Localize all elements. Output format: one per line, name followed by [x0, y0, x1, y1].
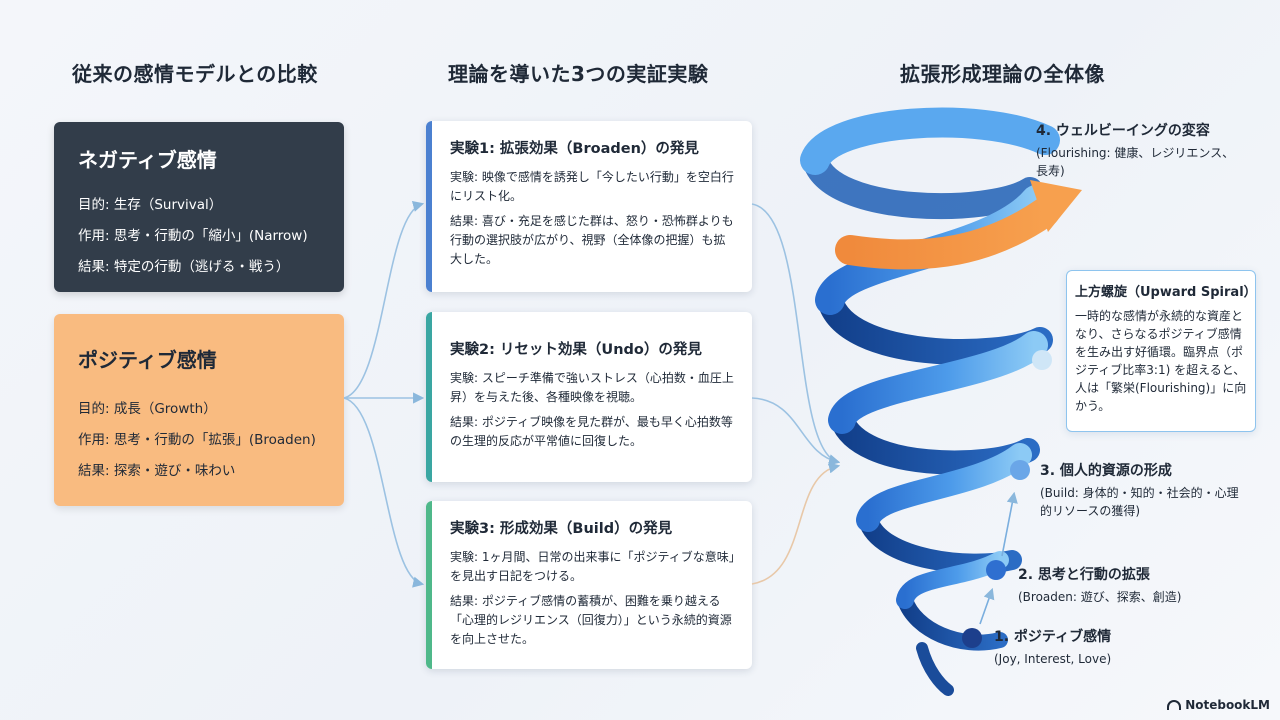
brand-logo: NotebookLM [1167, 698, 1270, 712]
negative-card-title: ネガティブ感情 [78, 148, 217, 172]
step-title: 3. 個人的資源の形成 [1040, 463, 1172, 479]
card-accent-bar [426, 501, 432, 669]
negative-result: 結果: 特定の行動（逃げる・戦う） [78, 259, 290, 275]
positive-result: 結果: 探索・遊び・味わい [78, 463, 236, 479]
negative-emotion-card: ネガティブ感情 目的: 生存（Survival） 作用: 思考・行動の「縮小」(… [54, 122, 344, 292]
step-subtitle: (Joy, Interest, Love) [994, 652, 1112, 666]
step-title: 1. ポジティブ感情 [994, 629, 1112, 645]
upward-spiral [800, 107, 1060, 651]
experiment-title: 実験2: リセット効果（Undo）の発見 [450, 342, 702, 358]
step-title: 2. 思考と行動の拡張 [1018, 567, 1150, 583]
experiment-method: 実験: 1ヶ月間、日常の出来事に「ポジティブな意味」を見出す日記をつける。 [450, 550, 735, 583]
spiral-tail [916, 642, 954, 696]
experiment-method: 実験: 映像で感情を誘発し「今したい行動」を空白行にリスト化。 [450, 170, 734, 203]
callout-body: 一時的な感情が永続的な資産となり、さらなるポジティブ感情を生み出す好循環。臨界点… [1075, 309, 1247, 413]
experiment-title: 実験3: 形成効果（Build）の発見 [450, 521, 673, 537]
positive-purpose: 目的: 成長（Growth） [78, 401, 217, 417]
experiment-method: 実験: スピーチ準備で強いストレス（心拍数・血圧上昇）を与えた後、各種映像を視聴… [450, 371, 734, 404]
card-accent-bar [426, 121, 432, 292]
comparison-column-title: 従来の感情モデルとの比較 [72, 62, 318, 86]
experiment-card-broaden: 実験1: 拡張効果（Broaden）の発見 実験: 映像で感情を誘発し「今したい… [426, 121, 752, 292]
step-arrows [979, 491, 1018, 625]
card-accent-bar [426, 312, 432, 482]
upward-spiral-callout: 上方螺旋（Upward Spiral） 一時的な感情が永続的な資産となり、さらな… [1066, 270, 1257, 432]
step-flourishing: 4. ウェルビーイングの変容 (Flourishing: 健康、レジリエンス、長… [1036, 120, 1242, 180]
step-broaden: 2. 思考と行動の拡張 (Broaden: 遊び、探索、創造) [1018, 564, 1181, 606]
step-positive-emotion: 1. ポジティブ感情 (Joy, Interest, Love) [994, 626, 1111, 668]
experiment-result: 結果: ポジティブ映像を見た群が、最も早く心拍数等の生理的反応が平常値に回復した… [450, 415, 733, 448]
step-title: 4. ウェルビーイングの変容 [1036, 123, 1210, 139]
step-subtitle: (Broaden: 遊び、探索、創造) [1018, 590, 1182, 604]
positive-emotion-card: ポジティブ感情 目的: 成長（Growth） 作用: 思考・行動の「拡張」(Br… [54, 314, 344, 506]
arrow-head-icon [1030, 180, 1082, 232]
experiment-result: 結果: ポジティブ感情の蓄積が、困難を乗り越える「心理的レジリエンス（回復力）」… [450, 594, 732, 646]
positive-card-title: ポジティブ感情 [78, 348, 217, 372]
step-dot-icon [1032, 350, 1052, 370]
experiment-title: 実験1: 拡張効果（Broaden）の発見 [450, 141, 699, 157]
notebooklm-icon [1167, 700, 1182, 710]
step-build: 3. 個人的資源の形成 (Build: 身体的・知的・社会的・心理的リソースの獲… [1040, 460, 1250, 520]
experiment-card-undo: 実験2: リセット効果（Undo）の発見 実験: スピーチ準備で強いストレス（心… [426, 312, 752, 482]
step-dot-icon [962, 628, 982, 648]
connector-lines [343, 200, 841, 588]
step-dot-icon [986, 560, 1006, 580]
positive-effect: 作用: 思考・行動の「拡張」(Broaden) [78, 432, 316, 448]
brand-name: NotebookLM [1185, 698, 1270, 712]
theory-column-title: 拡張形成理論の全体像 [900, 62, 1105, 86]
experiments-column-title: 理論を導いた3つの実証実験 [448, 62, 709, 86]
step-subtitle: (Flourishing: 健康、レジリエンス、長寿) [1036, 146, 1235, 178]
negative-effect: 作用: 思考・行動の「縮小」(Narrow) [78, 228, 308, 244]
step-subtitle: (Build: 身体的・知的・社会的・心理的リソースの獲得) [1040, 486, 1239, 518]
step-dot-icon [1010, 460, 1030, 480]
experiment-result: 結果: 喜び・充足を感じた群は、怒り・恐怖群よりも行動の選択肢が広がり、視野（全… [450, 214, 734, 266]
negative-purpose: 目的: 生存（Survival） [78, 197, 223, 213]
experiment-card-build: 実験3: 形成効果（Build）の発見 実験: 1ヶ月間、日常の出来事に「ポジテ… [426, 501, 752, 669]
callout-title: 上方螺旋（Upward Spiral） [1075, 285, 1257, 300]
